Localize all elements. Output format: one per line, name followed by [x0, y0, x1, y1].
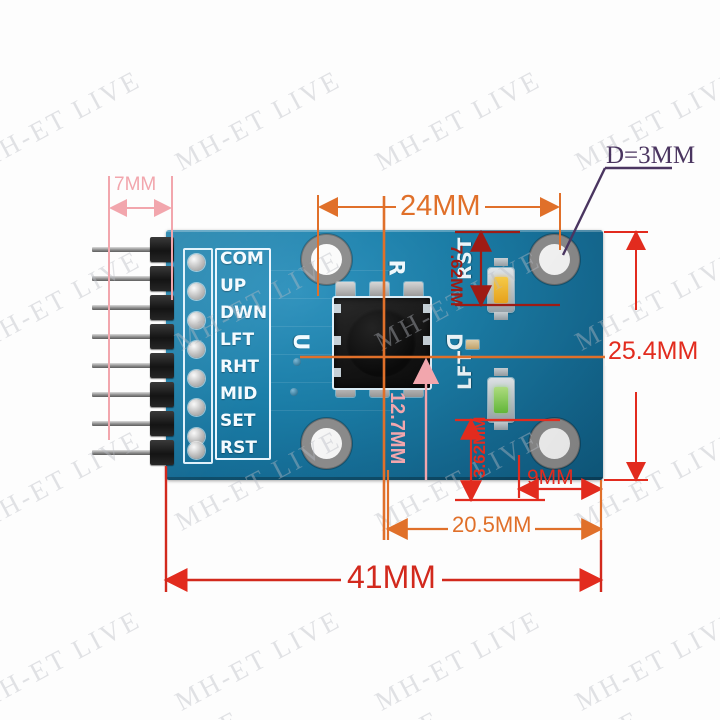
mounting-hole-top-left: [302, 235, 351, 284]
mounting-hole-bottom-left: [302, 419, 351, 468]
pin-label-rht: RHT: [220, 357, 259, 377]
silk-mark-r: R: [384, 259, 409, 277]
watermark-text: MH-ET LIVE: [470, 704, 646, 720]
pin-label-mid: MID: [220, 384, 258, 404]
dimension-label-41mm: 41MM: [341, 559, 442, 596]
led-reset-indicator: [488, 268, 514, 312]
dimension-label-20p5mm: 20.5MM: [448, 512, 536, 538]
pin-label-lft: LFT: [220, 330, 255, 350]
watermark-text: MH-ET LIVE: [70, 704, 246, 720]
pin-header: [92, 237, 174, 473]
pcb-board: COM UP DWN LFT RHT MID SET RST: [166, 230, 603, 480]
watermark-text: MH-ET LIVE: [270, 704, 446, 720]
silk-mark-u: U: [288, 333, 313, 351]
pin-label-up: UP: [220, 276, 247, 296]
mounting-hole-top-right: [530, 235, 579, 284]
watermark-text: MH-ET LIVE: [0, 603, 146, 717]
dimension-label-25p4mm: 25.4MM: [605, 337, 702, 366]
pcb-top-edge: [166, 230, 603, 232]
dimension-label-7mm: 7MM: [114, 174, 157, 195]
silk-label-lft-led: LFT: [454, 350, 476, 390]
pin-label-com: COM: [220, 249, 264, 269]
watermark-text: MH-ET LIVE: [370, 63, 546, 177]
watermark-text: MH-ET LIVE: [570, 63, 720, 177]
dimension-label-d3mm: D=3MM: [606, 142, 696, 169]
joystick-module[interactable]: [324, 278, 436, 398]
led-left-indicator: [488, 378, 514, 422]
silkscreen-pin-labels: COM UP DWN LFT RHT MID SET RST: [215, 248, 271, 460]
pin-label-rst: RST: [220, 438, 257, 458]
joystick-body[interactable]: [332, 296, 432, 390]
silk-label-rst-led: RST: [454, 237, 476, 280]
watermark-text: MH-ET LIVE: [370, 603, 546, 717]
pcb-bottom-edge: [166, 477, 603, 480]
pin-label-dwn: DWN: [220, 303, 268, 323]
mounting-hole-bottom-right: [530, 419, 579, 468]
dimension-label-24mm: 24MM: [396, 190, 485, 223]
watermark-text: MH-ET LIVE: [570, 603, 720, 717]
watermark-text: MH-ET LIVE: [170, 63, 346, 177]
watermark-text: MH-ET LIVE: [0, 63, 146, 177]
header-pad-column: [183, 248, 213, 464]
pin-label-set: SET: [220, 411, 256, 431]
joystick-disc[interactable]: [346, 307, 416, 377]
silk-mark-d: D: [441, 333, 466, 351]
watermark-text: MH-ET LIVE: [170, 603, 346, 717]
